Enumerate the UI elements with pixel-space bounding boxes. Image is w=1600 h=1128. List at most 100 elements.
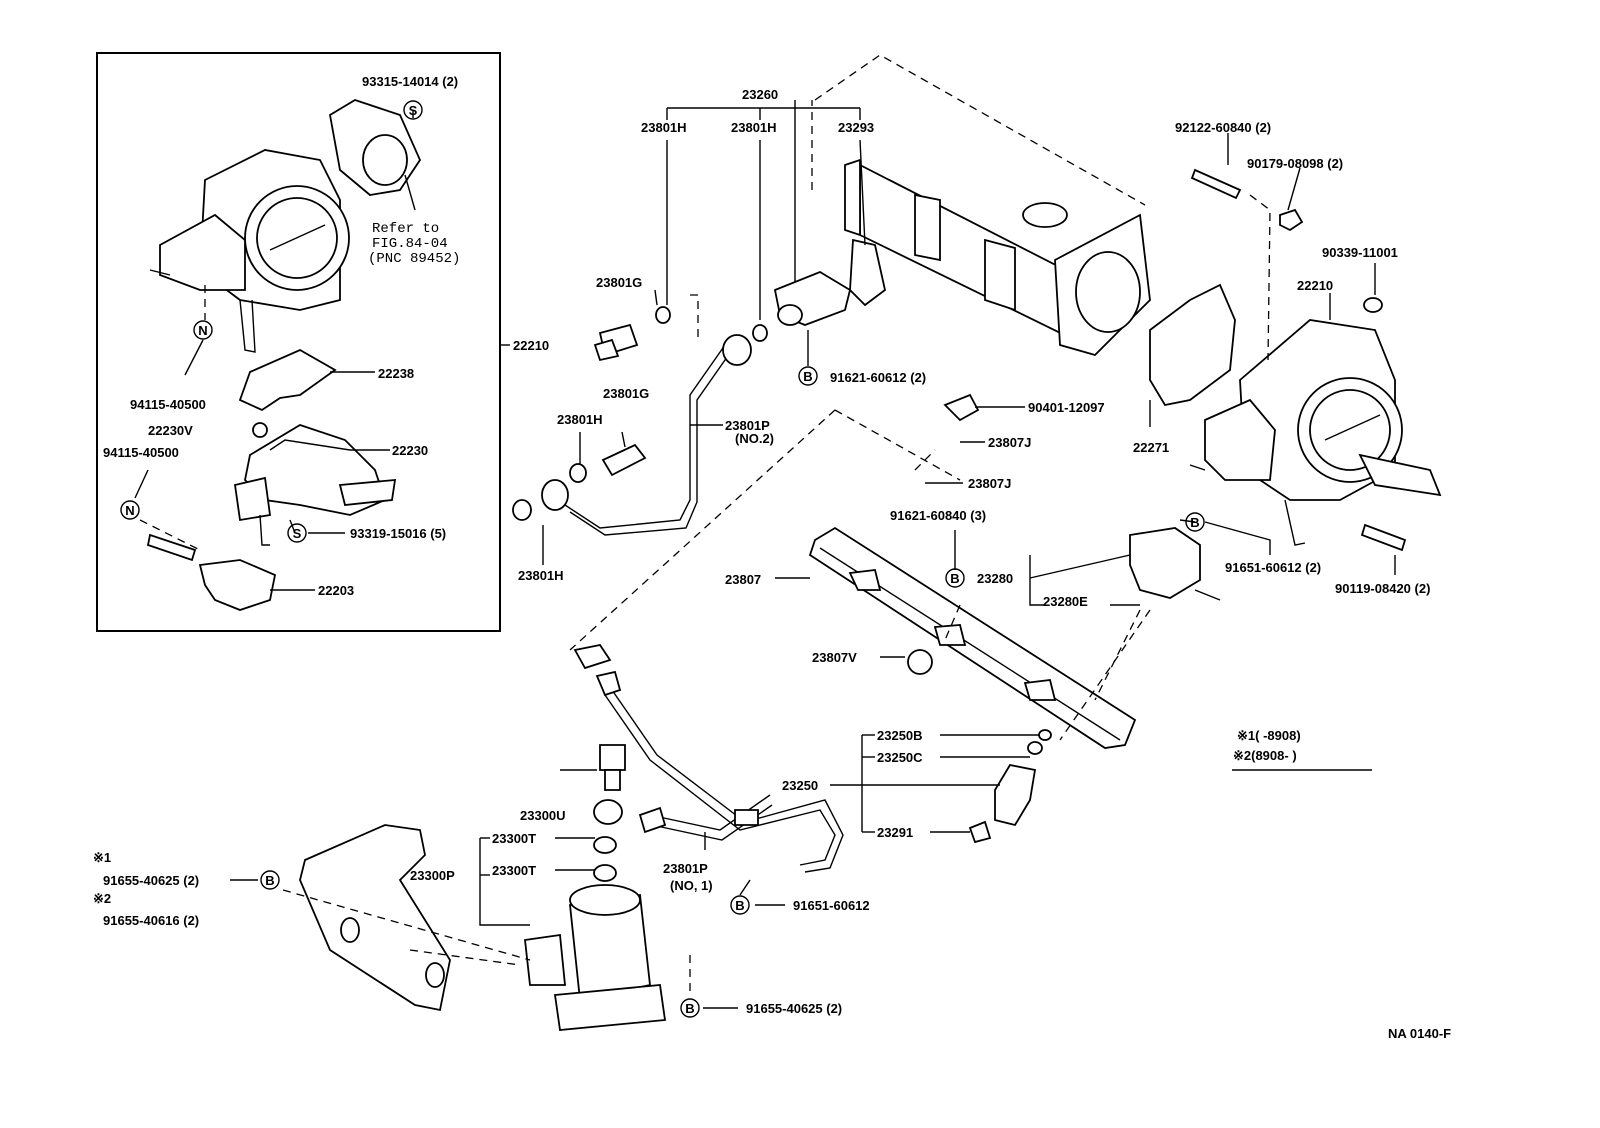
label-no1: (NO, 1) <box>670 878 713 893</box>
refer-line-3: (PNC 89452) <box>368 251 460 267</box>
label-23300u: 23300U <box>520 808 566 823</box>
label-90179-08098: 90179-08098 (2) <box>1247 156 1343 171</box>
stud-92122-drawing <box>1190 168 1242 200</box>
label-23260: 23260 <box>742 87 778 102</box>
svg-text:B: B <box>685 1001 694 1016</box>
svg-text:B: B <box>735 898 744 913</box>
label-23280: 23280 <box>977 571 1013 586</box>
gasket-lower-b <box>512 499 532 521</box>
label-94115-40500-b: 94115-40500 <box>103 445 179 460</box>
vsv-23293-drawing <box>773 270 852 326</box>
svg-text:B: B <box>265 873 274 888</box>
fuel-pipe-no2-drawing <box>541 334 752 536</box>
nut-90179-drawing <box>1279 208 1304 232</box>
sensor-22203-drawing <box>146 533 277 611</box>
bracket-note-mark-2: ※2 <box>93 891 111 906</box>
pressure-regulator-23280-drawing <box>1129 527 1221 601</box>
svg-text:N: N <box>125 503 134 518</box>
seal-22230v-drawing <box>252 422 268 438</box>
legend-note-1: ※1( -8908) <box>1237 728 1301 743</box>
label-22210-right: 22210 <box>1297 278 1333 293</box>
svg-text:B: B <box>1190 515 1199 530</box>
label-23300p: 23300P <box>410 868 455 883</box>
label-23801g-b: 23801G <box>603 386 649 401</box>
svg-text:N: N <box>198 323 207 338</box>
label-23300t-b: 23300T <box>492 863 536 878</box>
symbol-b-91621-60612: B <box>798 366 818 386</box>
union-bolt-upper-drawing <box>593 323 639 362</box>
label-91655-40625-lower: 91655-40625 (2) <box>746 1001 842 1016</box>
label-23801g-a: 23801G <box>596 275 642 290</box>
label-93315-14014: 93315-14014 (2) <box>362 74 458 89</box>
diagram-id: NA 0140-F <box>1388 1026 1451 1041</box>
label-23280e: 23280E <box>1043 594 1088 609</box>
label-23300t-a: 23300T <box>492 831 536 846</box>
union-bolt-lower-drawing <box>601 443 647 477</box>
bracket-note-mark-1: ※1 <box>93 850 111 865</box>
fuel-filter-23300-drawing <box>524 744 667 1031</box>
label-22230: 22230 <box>392 443 428 458</box>
symbol-s-93315: S <box>403 100 423 120</box>
gasket-upper-a <box>655 306 671 324</box>
label-22203: 22203 <box>318 583 354 598</box>
lead-23260 <box>542 100 866 565</box>
label-93319-15016: 93319-15016 (5) <box>350 526 446 541</box>
label-23801p-no2: 23801P <box>725 418 770 433</box>
plug-23807v-drawing <box>907 649 933 675</box>
label-92122-60840: 92122-60840 (2) <box>1175 120 1271 135</box>
symbol-b-91621-60840: B <box>945 568 965 588</box>
label-23807: 23807 <box>725 572 761 587</box>
symbol-b-91651-60612-right: B <box>1185 512 1205 532</box>
rail-dash-lines <box>569 409 1151 741</box>
symbol-b-91655-40625-lower: B <box>680 998 700 1018</box>
throttle-body-drawing <box>149 99 422 353</box>
bracket-note-part-2: 91655-40616 (2) <box>103 913 199 928</box>
gasket-lower-a <box>569 463 587 483</box>
lower-lead-lines <box>230 769 785 1009</box>
label-no2: (NO.2) <box>735 431 774 446</box>
label-23293: 23293 <box>838 120 874 135</box>
injector-23250-drawing <box>830 729 1052 844</box>
label-23801p-no1: 23801P <box>663 861 708 876</box>
label-91621-60840: 91621-60840 (3) <box>890 508 986 523</box>
label-22271: 22271 <box>1133 440 1169 455</box>
throttle-body-right-drawing <box>1189 319 1442 546</box>
filter-bracket-drawing <box>299 824 451 1012</box>
right-lead-lines <box>914 133 1396 606</box>
dash-23801-group <box>690 294 699 340</box>
symbol-b-91651-60612-lower: B <box>730 895 750 915</box>
label-23801h-d: 23801H <box>518 568 564 583</box>
label-23250: 23250 <box>782 778 818 793</box>
fuel-pipe-no1-drawing <box>573 643 844 873</box>
label-94115-40500-a: 94115-40500 <box>130 397 206 412</box>
legend-note-2: ※2(8908- ) <box>1233 748 1297 763</box>
label-23807v: 23807V <box>812 650 857 665</box>
plug-90339-drawing <box>1363 297 1383 313</box>
label-23801h-c: 23801H <box>557 412 603 427</box>
svg-text:B: B <box>803 369 812 384</box>
label-91621-60612: 91621-60612 (2) <box>830 370 926 385</box>
symbol-s-93319: S <box>287 523 307 543</box>
label-23807j-a: 23807J <box>988 435 1031 450</box>
label-91651-60612-lower: 91651-60612 <box>793 898 870 913</box>
symbol-n-upper: N <box>193 320 213 340</box>
gasket-upper-b <box>752 324 768 342</box>
svg-text:B: B <box>950 571 959 586</box>
label-23801h-a: 23801H <box>641 120 687 135</box>
symbol-b-91655-40625-left: B <box>260 870 280 890</box>
bracket-note-part-1: 91655-40625 (2) <box>103 873 199 888</box>
label-22210-inset: 22210 <box>513 338 549 353</box>
label-22230v: 22230V <box>148 423 193 438</box>
label-23801h-b: 23801H <box>731 120 777 135</box>
label-91651-60612-right: 91651-60612 (2) <box>1225 560 1321 575</box>
delivery-pipe-23807-drawing <box>808 526 1137 749</box>
refer-line-1: Refer to <box>372 221 439 237</box>
label-23291: 23291 <box>877 825 913 840</box>
label-23250b: 23250B <box>877 728 923 743</box>
label-90401-12097: 90401-12097 <box>1028 400 1105 415</box>
symbol-n-lower: N <box>120 500 140 520</box>
label-22238: 22238 <box>378 366 414 381</box>
gasket-22238-drawing <box>238 348 337 412</box>
svg-text:S: S <box>409 103 418 118</box>
